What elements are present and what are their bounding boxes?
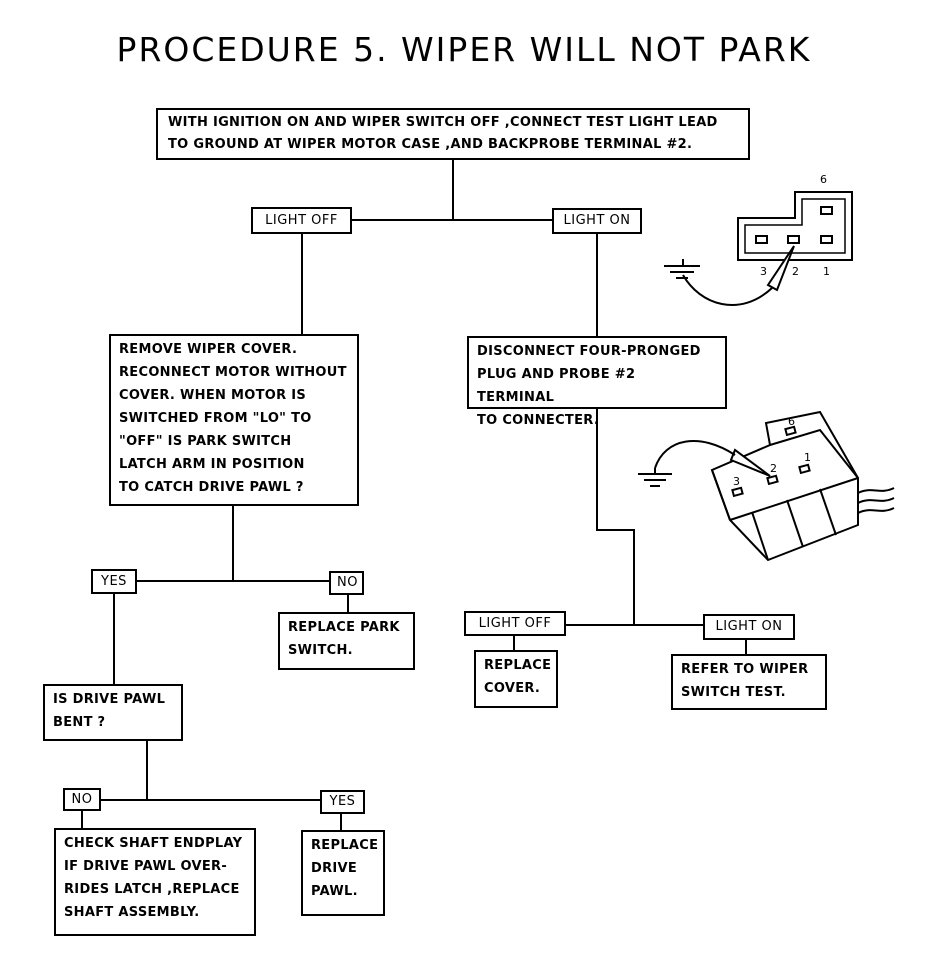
connector-bottom-pin-3: 3 — [733, 475, 740, 488]
node-light-off-1: LIGHT OFF — [251, 207, 352, 234]
connector-bottom-pin-1: 1 — [804, 451, 811, 464]
connector-top-pin-6: 6 — [820, 173, 827, 186]
node-yes-1: YES — [91, 569, 137, 594]
node-replace-cover: REPLACE COVER. — [474, 650, 558, 708]
connector-top-pin-2: 2 — [792, 265, 799, 278]
connector-bottom-pin-6: 6 — [788, 415, 795, 428]
connector-top-pin-1: 1 — [823, 265, 830, 278]
connector-bottom-illustration — [638, 410, 895, 562]
node-yes-2: YES — [320, 790, 365, 814]
page-title: PROCEDURE 5. WIPER WILL NOT PARK — [116, 30, 812, 69]
connector-bottom-pin-2: 2 — [770, 462, 777, 475]
edge-disconnect-split — [596, 409, 635, 625]
node-no-2: NO — [63, 788, 101, 811]
connector-top-illustration — [664, 191, 853, 306]
node-replace-drive-pawl: REPLACE DRIVE PAWL. — [301, 830, 385, 916]
node-light-off-2: LIGHT OFF — [464, 611, 566, 636]
connector-top-pin-3: 3 — [760, 265, 767, 278]
node-start: WITH IGNITION ON AND WIPER SWITCH OFF ,C… — [156, 108, 750, 160]
node-light-on-1: LIGHT ON — [552, 208, 642, 234]
node-disconnect-plug: DISCONNECT FOUR-PRONGED PLUG AND PROBE #… — [467, 336, 727, 428]
node-replace-park-switch: REPLACE PARK SWITCH. — [278, 612, 415, 670]
node-refer-switch-test: REFER TO WIPER SWITCH TEST. — [671, 654, 827, 710]
node-drive-pawl-bent: IS DRIVE PAWL BENT ? — [43, 684, 183, 741]
node-check-shaft: CHECK SHAFT ENDPLAY IF DRIVE PAWL OVER- … — [54, 828, 256, 936]
node-no-1: NO — [329, 571, 364, 595]
node-remove-cover: REMOVE WIPER COVER. RECONNECT MOTOR WITH… — [109, 334, 359, 506]
node-light-on-2: LIGHT ON — [703, 614, 795, 640]
